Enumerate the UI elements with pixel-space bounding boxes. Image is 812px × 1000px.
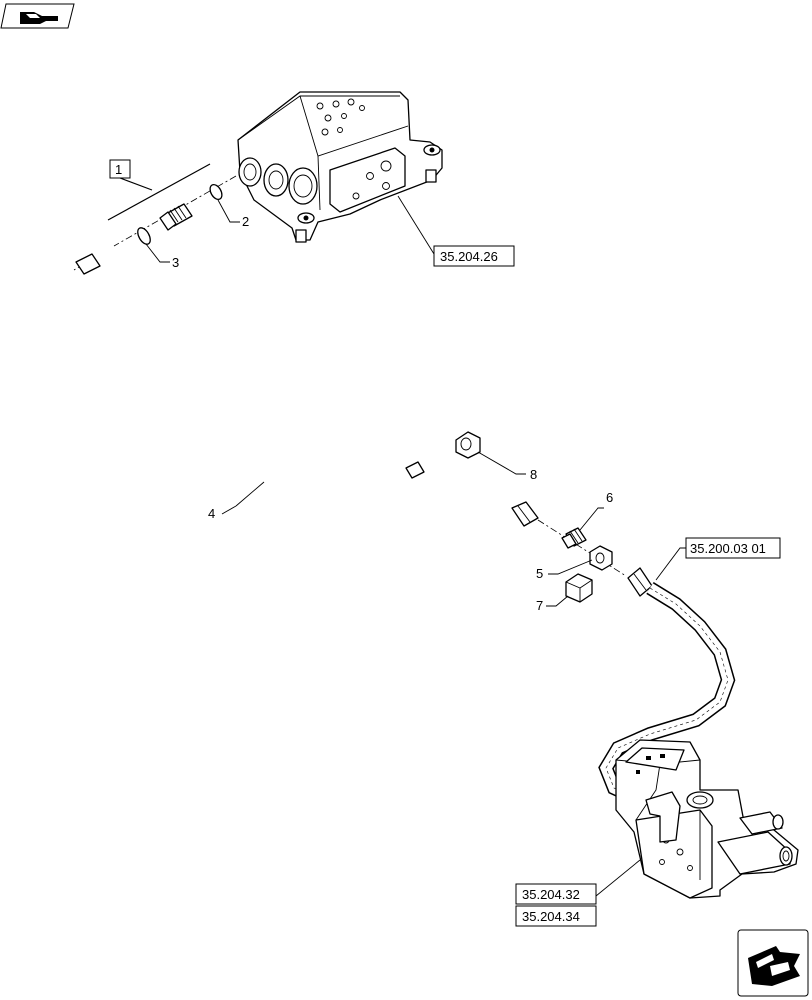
- leader-6: [579, 507, 604, 531]
- callout-5-label: 5: [536, 566, 543, 581]
- callout-6-label: 6: [606, 490, 613, 505]
- reference-label-hose: 35.200.03 01: [690, 541, 766, 556]
- o-ring-3: [137, 227, 151, 245]
- adapter-6: [561, 527, 587, 549]
- leader-4: [235, 481, 265, 507]
- leader-7: [546, 595, 569, 607]
- center-line-bottom: [537, 519, 627, 577]
- cap-7: [565, 573, 593, 603]
- reference-box-bottom-1[interactable]: [515, 883, 597, 905]
- top-valve-block: [237, 91, 443, 243]
- reference-label-bottom-1: 35.204.32: [522, 887, 580, 902]
- leader-ref-top: [397, 195, 435, 255]
- callout-1-label: 1: [115, 162, 122, 177]
- nut-8: [455, 431, 481, 459]
- leader-ref-bottom: [595, 859, 641, 897]
- nut-5: [589, 545, 613, 571]
- callout-3-label: 3: [172, 255, 179, 270]
- reference-label-top: 35.204.26: [440, 249, 498, 264]
- o-ring-2: [209, 183, 223, 201]
- reference-box-top[interactable]: [433, 245, 515, 267]
- reference-label-bottom-2: 35.204.34: [522, 909, 580, 924]
- adapter-fitting: [159, 203, 193, 231]
- callout-kit: [109, 159, 131, 179]
- leader-ref-hose: [655, 547, 686, 581]
- leader-5: [548, 559, 593, 575]
- pipe-4: [75, 253, 539, 527]
- kit-bracket: [107, 163, 211, 221]
- bottom-valve-block: [615, 739, 799, 899]
- callout-7-label: 7: [536, 598, 543, 613]
- leader-4-tail: [221, 505, 237, 515]
- leader-2: [217, 199, 240, 223]
- callout-2-label: 2: [242, 214, 249, 229]
- reference-box-bottom-2[interactable]: [515, 905, 597, 927]
- hose: [598, 567, 736, 813]
- leader-3: [145, 243, 170, 263]
- reference-box-hose[interactable]: [685, 537, 781, 559]
- leader-8: [477, 451, 526, 475]
- navigation-hand-icon[interactable]: [0, 3, 75, 29]
- next-page-arrow-icon[interactable]: [737, 929, 809, 997]
- callout-8-label: 8: [530, 467, 537, 482]
- callout-4-label: 4: [208, 506, 215, 521]
